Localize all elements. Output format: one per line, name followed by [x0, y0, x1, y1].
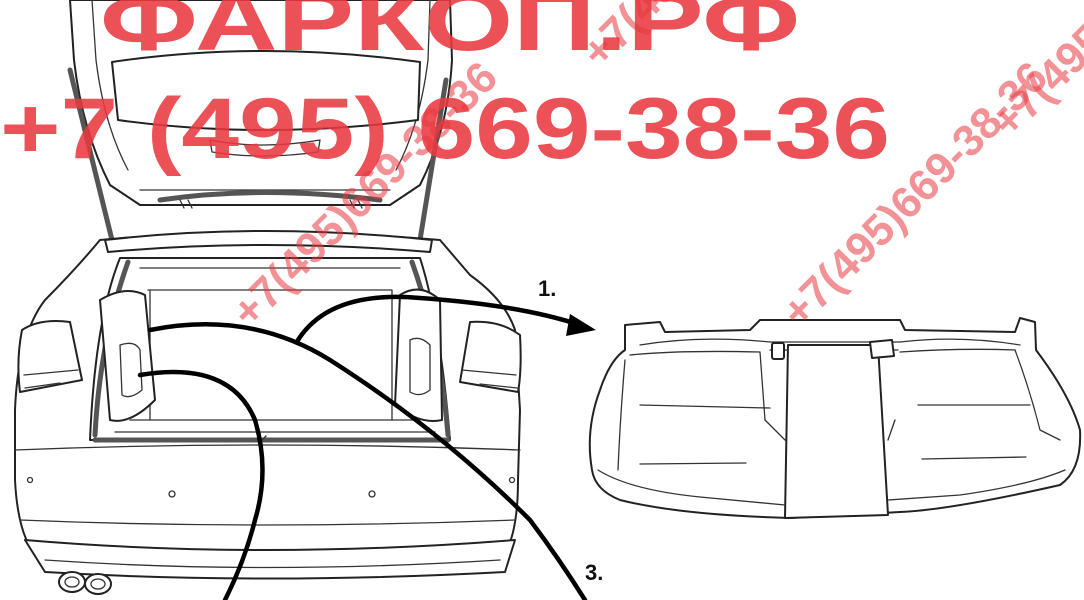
arrow-step-2	[137, 369, 265, 600]
watermark-phone: +7 (495) 669-38-36	[0, 81, 890, 177]
arrows	[137, 294, 596, 600]
arrow-step-3	[147, 322, 588, 600]
arrowhead-step-1	[566, 314, 596, 336]
step-label-1: 1.	[538, 276, 556, 301]
watermark-diagonal-4: +7(495)669-38-36	[982, 0, 1084, 147]
car-rear-illustration	[14, 0, 522, 595]
arrow-step-1	[295, 294, 583, 343]
watermark-brand: ФАРКОП.РФ	[100, 0, 800, 68]
rear-seat-cushion-illustration	[588, 317, 1082, 519]
step-label-3: 3.	[585, 560, 603, 585]
